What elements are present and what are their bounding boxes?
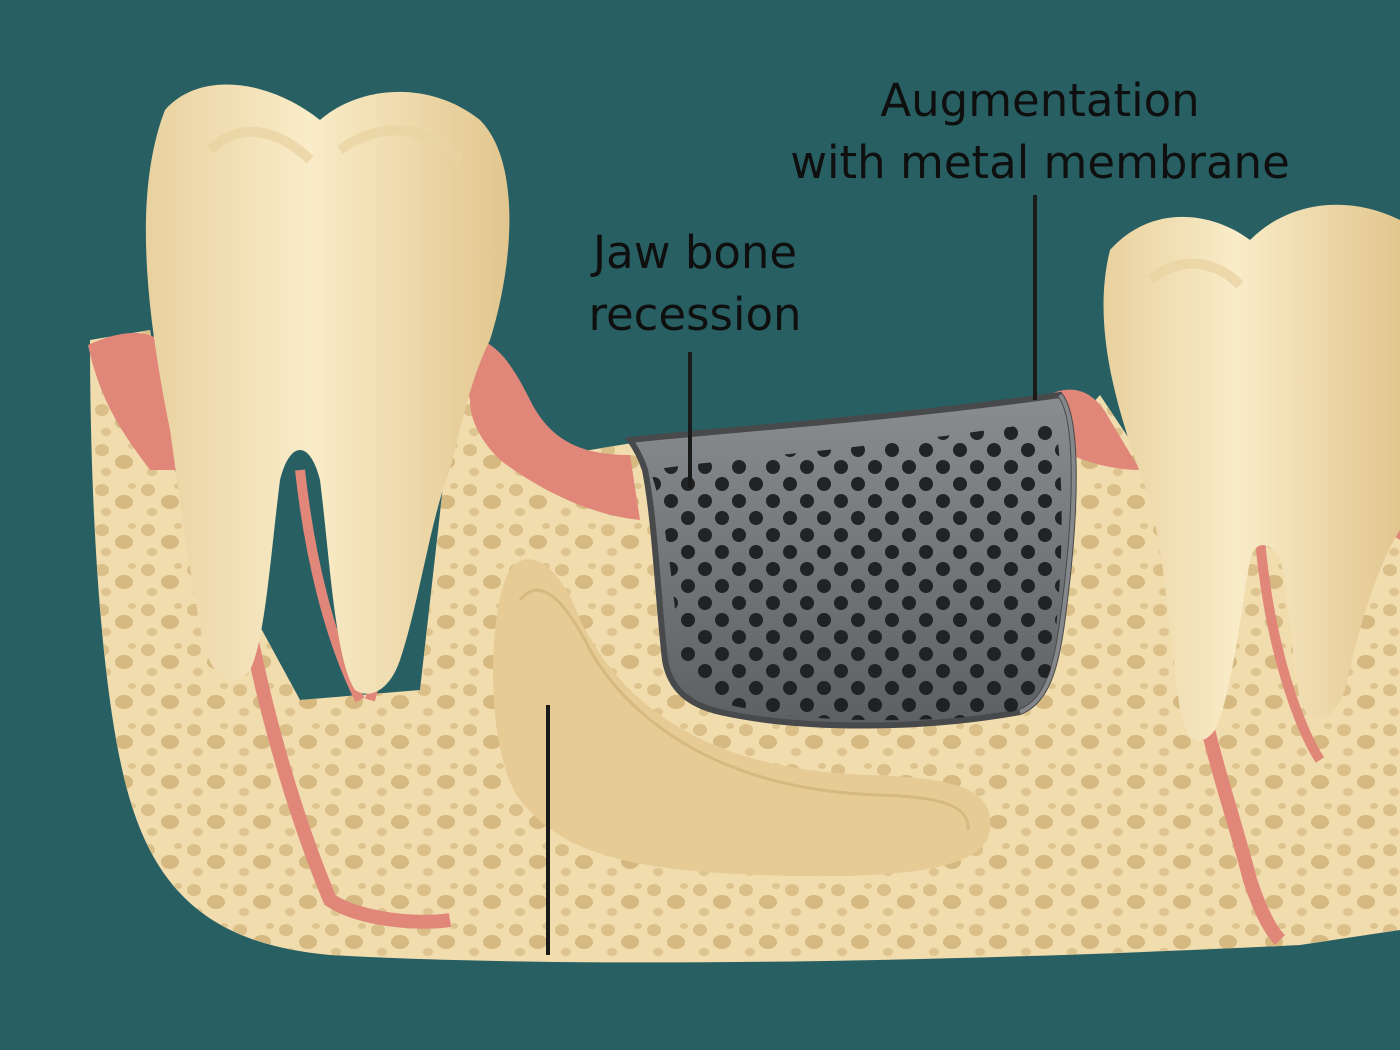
- label-recession-line2: recession: [560, 284, 830, 346]
- label-jaw-bone-recession: Jaw bone recession: [560, 222, 830, 346]
- metal-membrane: [630, 395, 1074, 726]
- label-recession-line1: Jaw bone: [560, 222, 830, 284]
- label-membrane-line2: with metal membrane: [770, 132, 1310, 194]
- label-membrane-line1: Augmentation: [770, 70, 1310, 132]
- label-augmentation-membrane: Augmentation with metal membrane: [770, 70, 1310, 194]
